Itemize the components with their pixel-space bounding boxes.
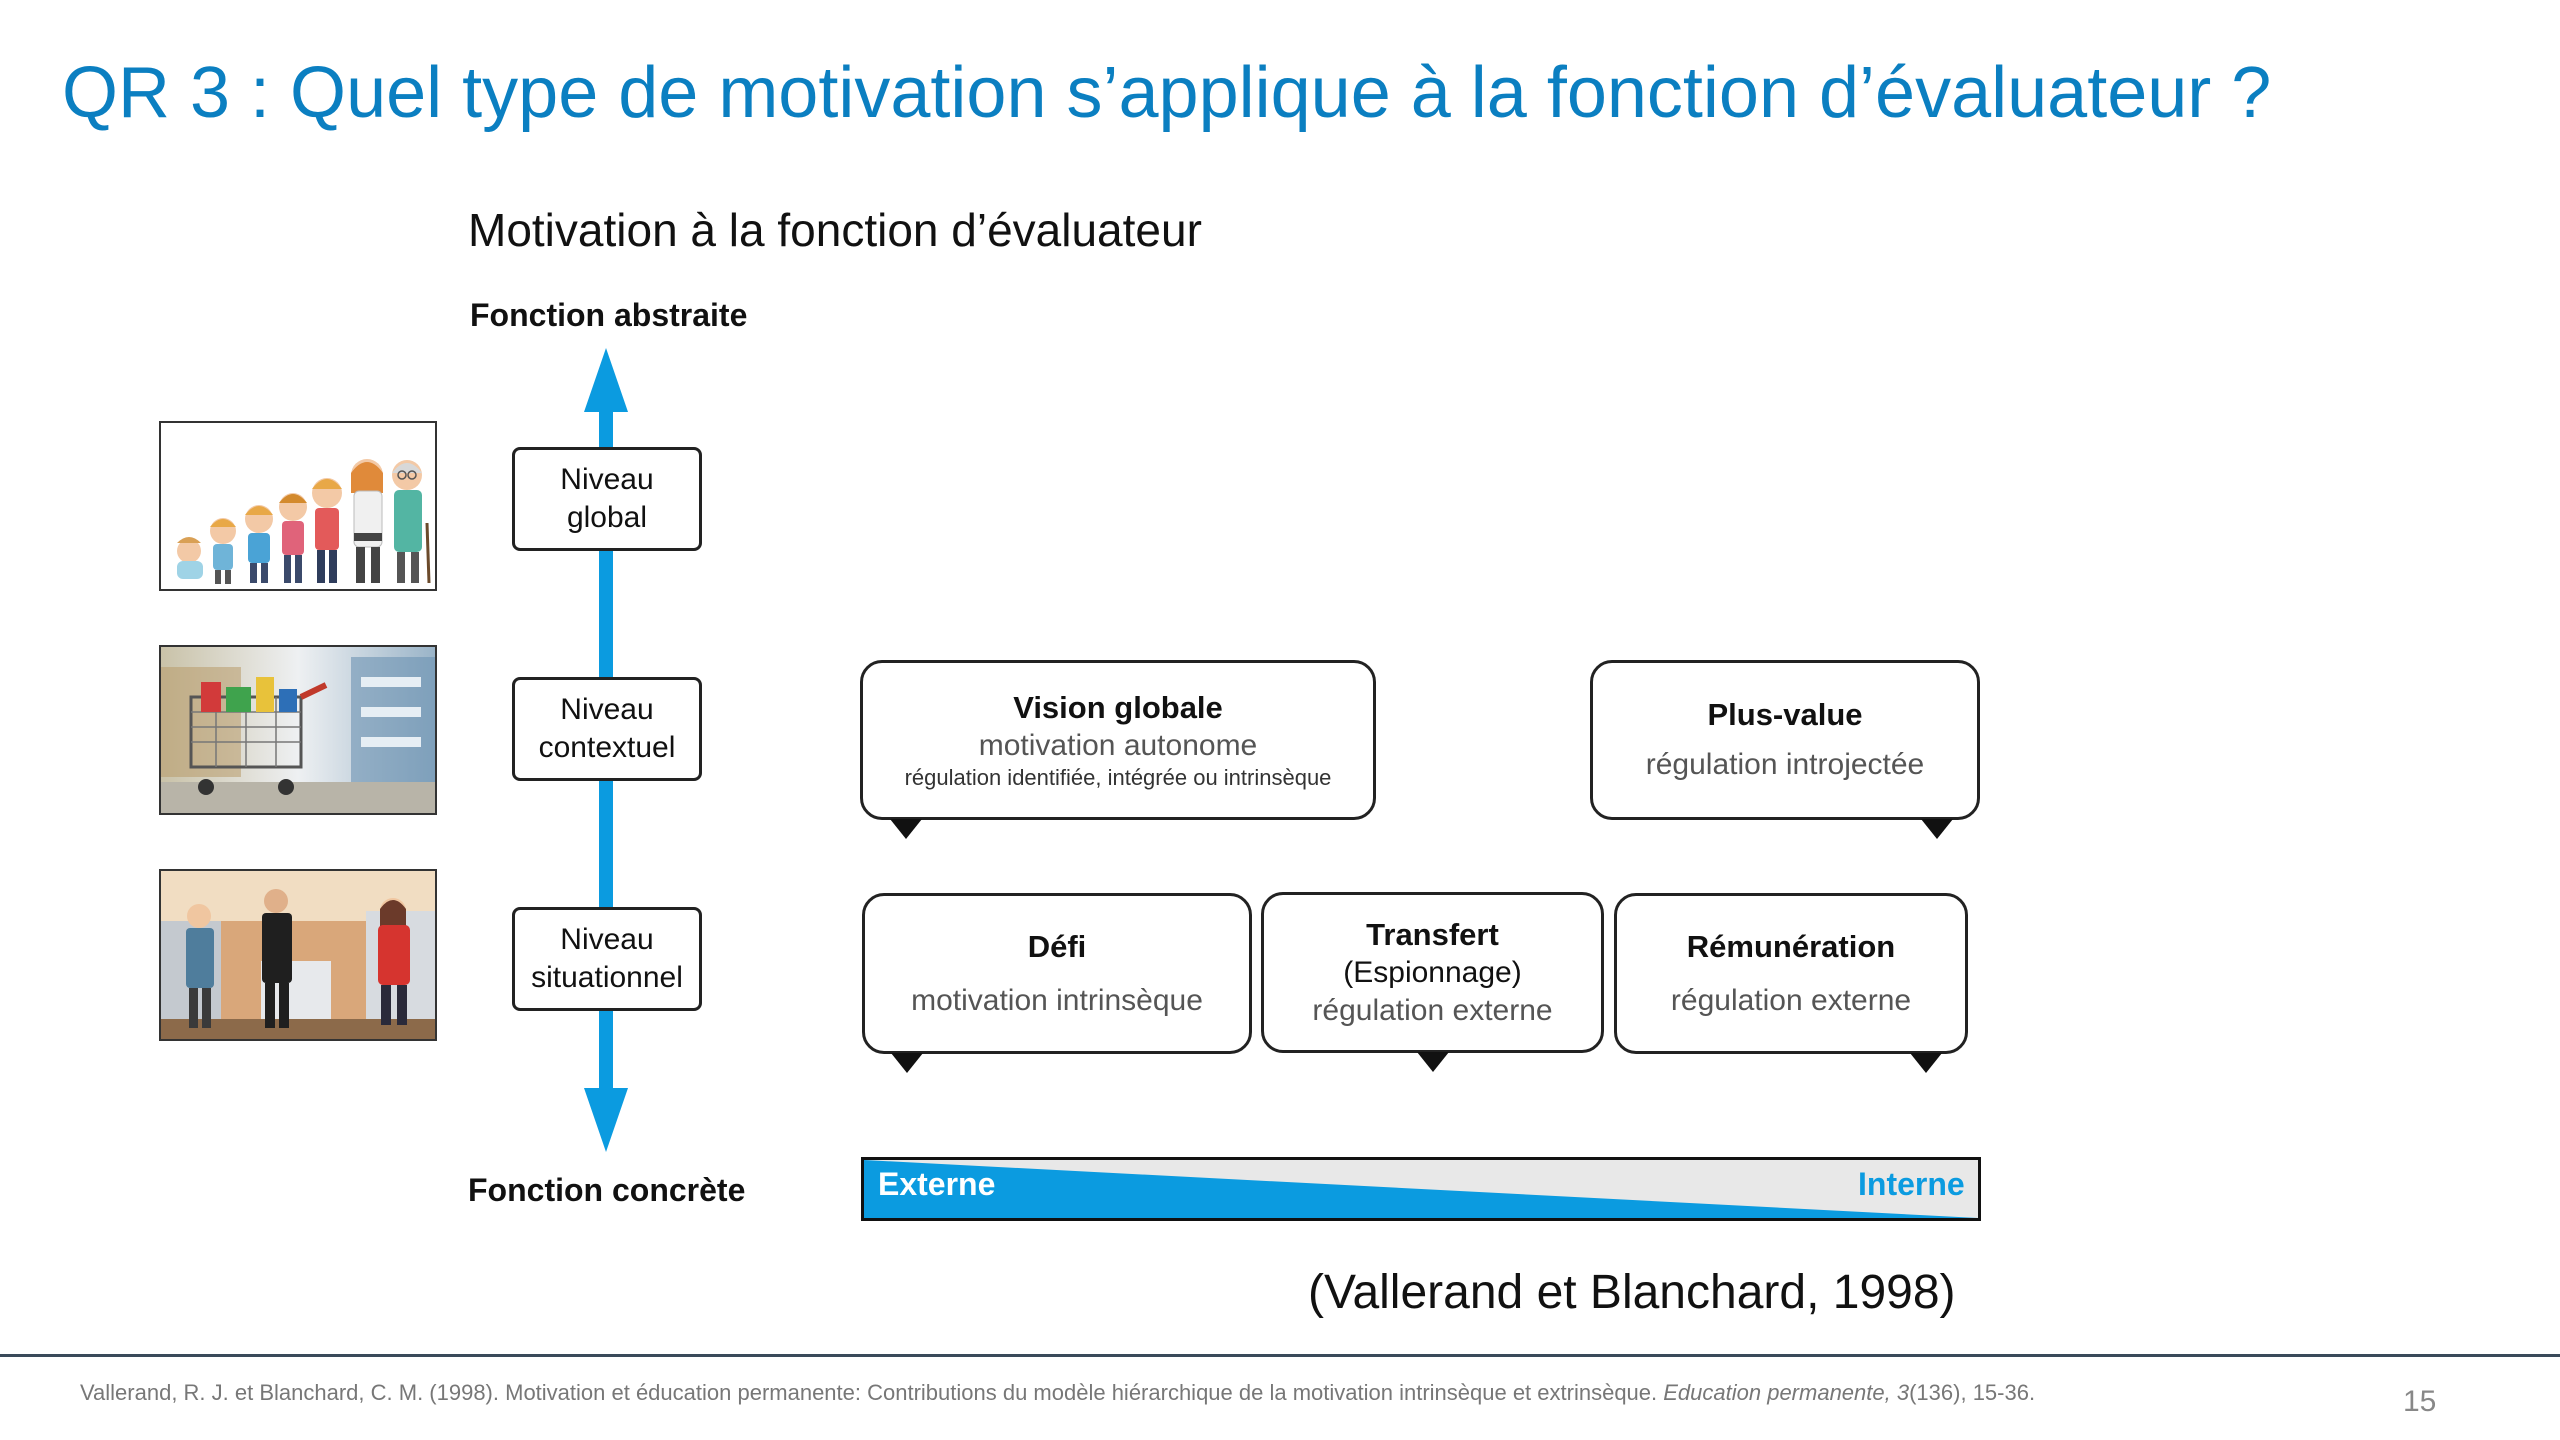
- people-generations-illustration: [159, 421, 437, 591]
- bubble-transfert: Transfert (Espionnage) régulation extern…: [1261, 892, 1604, 1053]
- bubble-defi-pointer: [891, 1053, 923, 1073]
- bubble-vision-subtitle: motivation autonome: [978, 729, 1258, 762]
- level-contextuel-box: Niveau contextuel: [512, 677, 702, 781]
- scale-interne-label: Interne: [1858, 1166, 1965, 1202]
- supermarket-trolley-photo: [159, 645, 437, 815]
- level-contextuel-line2: contextuel: [538, 731, 676, 764]
- level-situationnel-box: Niveau situationnel: [512, 907, 702, 1011]
- citation: (Vallerand et Blanchard, 1998): [1308, 1266, 1956, 1319]
- externe-interne-scale: [861, 1157, 1981, 1221]
- slide-title: QR 3 : Quel type de motivation s’appliqu…: [62, 53, 2272, 133]
- level-global-line2: global: [566, 501, 648, 534]
- level-global-line1: Niveau: [560, 463, 654, 496]
- bubble-vision-title: Vision globale: [1013, 690, 1223, 725]
- bubble-plus-value: Plus-value régulation introjectée: [1590, 660, 1980, 820]
- bubble-remuneration-pointer: [1910, 1053, 1942, 1073]
- footnote-rest: (136), 15-36.: [1909, 1380, 2036, 1405]
- bubble-defi-subtitle: motivation intrinsèque: [911, 983, 1203, 1017]
- scale-externe-label: Externe: [878, 1166, 996, 1202]
- bubble-vision-globale: Vision globale motivation autonome régul…: [860, 660, 1376, 820]
- bubble-transfert-pointer: [1417, 1052, 1449, 1072]
- footnote-main: Vallerand, R. J. et Blanchard, C. M. (19…: [80, 1380, 1664, 1405]
- footer-divider: [0, 1354, 2560, 1357]
- bubble-plus-value-title: Plus-value: [1707, 697, 1863, 732]
- bubble-remuneration-title: Rémunération: [1686, 928, 1896, 964]
- footnote-reference: Vallerand, R. J. et Blanchard, C. M. (19…: [80, 1380, 2035, 1406]
- bubble-transfert-subtitle: régulation externe: [1312, 993, 1553, 1027]
- footnote-volume: 3: [1890, 1380, 1910, 1405]
- axis-top-label: Fonction abstraite: [470, 297, 748, 333]
- level-situationnel-line1: Niveau: [560, 923, 654, 956]
- level-global-box: Niveau global: [512, 447, 702, 551]
- bubble-plus-value-subtitle: régulation introjectée: [1645, 748, 1925, 781]
- diagram-title: Motivation à la fonction d’évaluateur: [468, 204, 1202, 256]
- bubble-transfert-paren: (Espionnage): [1343, 955, 1522, 989]
- footnote-journal: Education permanente,: [1663, 1380, 1891, 1405]
- bubble-plus-value-pointer: [1921, 819, 1953, 839]
- bubble-defi-title: Défi: [1027, 928, 1087, 964]
- bubble-remuneration: Rémunération régulation externe: [1614, 893, 1968, 1054]
- bubble-remuneration-subtitle: régulation externe: [1670, 983, 1912, 1017]
- bubble-vision-pointer: [890, 819, 922, 839]
- store-evaluators-photo: [159, 869, 437, 1041]
- bubble-defi: Défi motivation intrinsèque: [862, 893, 1252, 1054]
- level-contextuel-line1: Niveau: [560, 693, 654, 726]
- axis-bottom-label: Fonction concrète: [468, 1172, 746, 1208]
- bubble-transfert-title: Transfert: [1366, 916, 1499, 952]
- bubble-vision-note: régulation identifiée, intégrée ou intri…: [904, 765, 1332, 790]
- level-situationnel-line2: situationnel: [531, 961, 683, 994]
- page-number: 15: [2403, 1385, 2437, 1418]
